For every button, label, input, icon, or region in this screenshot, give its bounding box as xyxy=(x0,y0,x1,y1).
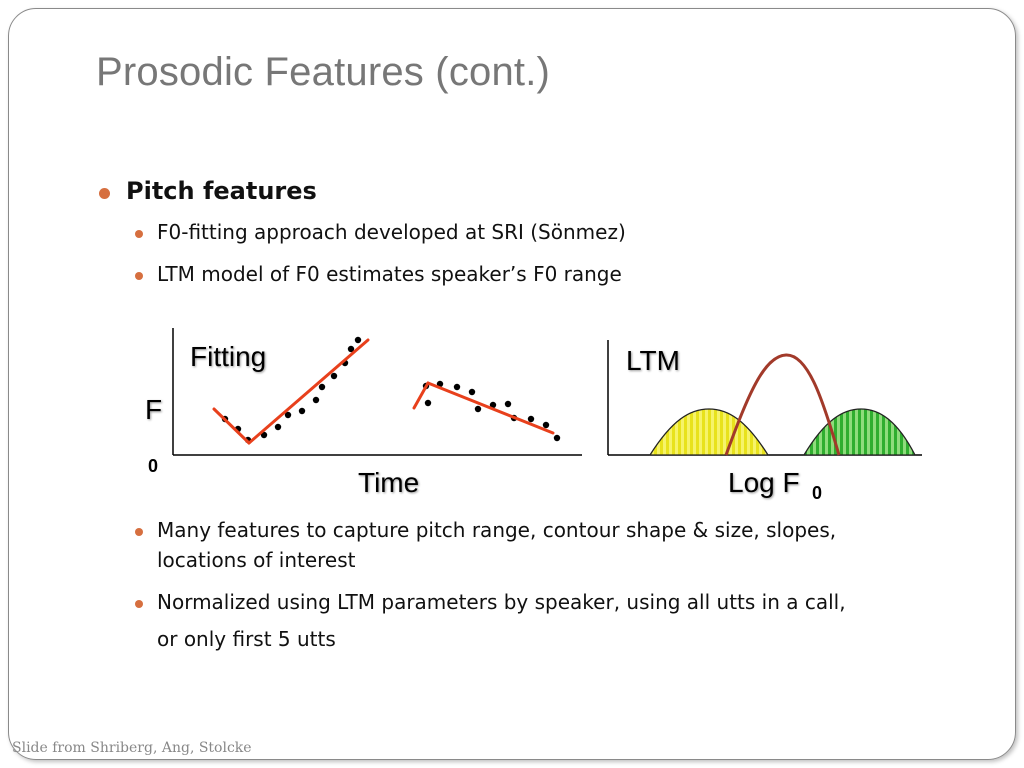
fit-point xyxy=(312,396,320,404)
fit-point xyxy=(330,372,338,380)
fit-line-segment xyxy=(412,381,430,410)
fit-point xyxy=(424,399,432,407)
fit-point xyxy=(489,401,497,409)
fitting-lines xyxy=(212,338,555,445)
fitting-label: Fitting xyxy=(190,341,266,372)
bullet-marker xyxy=(99,188,110,199)
fit-point xyxy=(527,415,535,423)
ltm-right-distribution xyxy=(802,408,917,456)
log-f0-axis-label-main: Log F xyxy=(728,467,800,498)
fit-point xyxy=(274,423,282,431)
fit-point xyxy=(474,405,482,413)
fit-point xyxy=(347,345,355,353)
sub-bullet-many-features-line2: locations of interest xyxy=(157,548,356,572)
sub-bullet-marker xyxy=(135,528,143,536)
f0-axis-label-main: F xyxy=(145,394,162,425)
fit-point xyxy=(260,431,268,439)
sub-bullet-marker xyxy=(135,600,143,608)
log-f0-axis-label-sub: 0 xyxy=(812,483,822,503)
fit-point xyxy=(504,400,512,408)
slide-frame xyxy=(8,8,1016,760)
fitting-data-points xyxy=(221,336,561,444)
fit-line-segment xyxy=(212,407,251,445)
sub-bullet-many-features-line1: Many features to capture pitch range, co… xyxy=(157,518,837,542)
fit-point xyxy=(542,421,550,429)
ltm-speaker-curve xyxy=(724,353,841,456)
fit-point xyxy=(318,383,326,391)
sub-bullet-f0-fitting: F0-fitting approach developed at SRI (Sö… xyxy=(157,220,626,244)
ltm-left-distribution xyxy=(648,408,770,456)
sub-bullet-normalized-line1: Normalized using LTM parameters by speak… xyxy=(157,590,846,614)
fit-point xyxy=(468,388,476,396)
slide-footer-credit: Slide from Shriberg, Ang, Stolcke xyxy=(12,740,252,756)
f0-axis-label-sub: 0 xyxy=(148,456,158,476)
fit-point xyxy=(284,411,292,419)
fit-line-segment xyxy=(247,338,370,445)
fit-point xyxy=(453,383,461,391)
time-axis-label: Time xyxy=(358,467,419,498)
sub-bullet-marker xyxy=(135,272,143,280)
sub-bullet-marker xyxy=(135,230,143,238)
ltm-label: LTM xyxy=(626,345,680,376)
sub-bullet-normalized-line2: or only first 5 utts xyxy=(157,627,336,651)
fit-point xyxy=(354,336,362,344)
slide-title: Prosodic Features (cont.) xyxy=(96,50,551,94)
bullet-pitch-features: Pitch features xyxy=(126,177,317,205)
sub-bullet-ltm-model: LTM model of F0 estimates speaker’s F0 r… xyxy=(157,262,622,286)
fit-point xyxy=(298,407,306,415)
fit-line-segment xyxy=(426,381,555,435)
fit-point xyxy=(553,434,561,442)
